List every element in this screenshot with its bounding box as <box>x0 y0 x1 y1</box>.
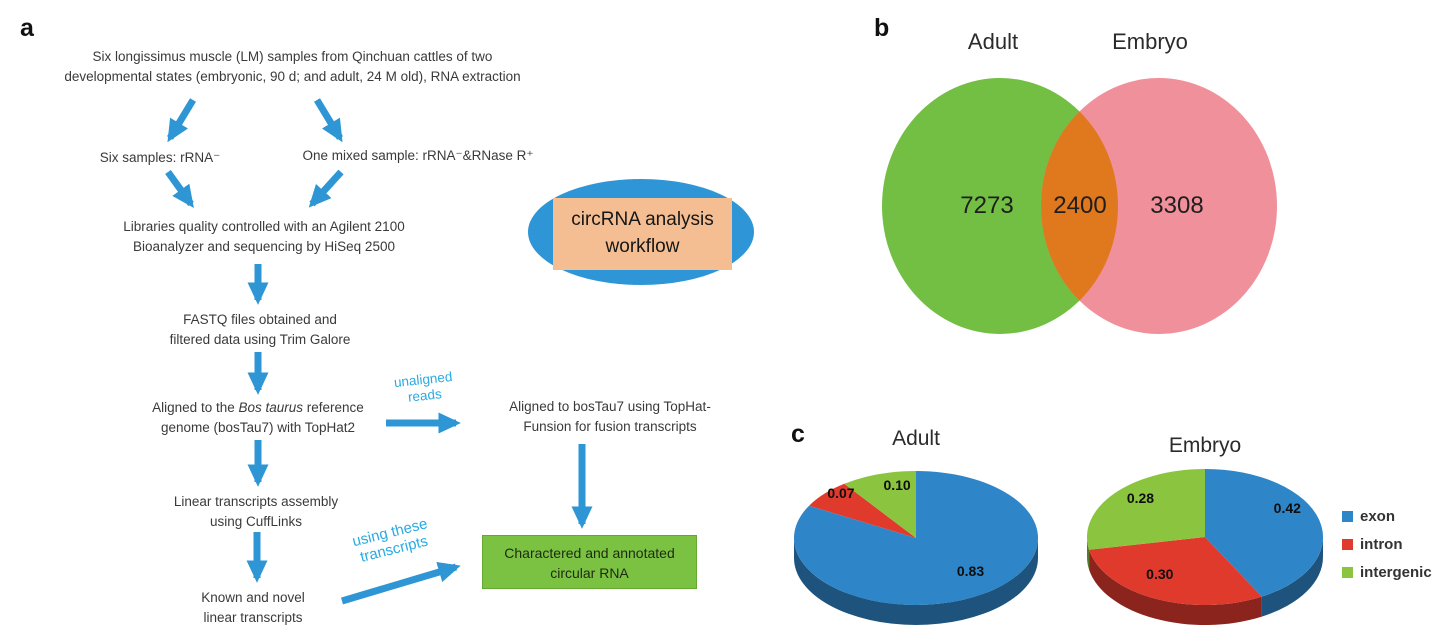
node-known-novel: Known and novel linear transcripts <box>153 588 353 628</box>
node-aligned-line2: genome (bosTau7) with TopHat2 <box>160 420 356 435</box>
node-result-line2: circular RNA <box>550 565 629 581</box>
node-fusion-line2: Funsion for fusion transcripts <box>523 419 697 434</box>
intergenic-swatch-icon <box>1342 567 1353 578</box>
node-cufflinks-line1: Linear transcripts assembly <box>173 494 339 509</box>
venn-left-set-title: Adult <box>967 29 1019 54</box>
node-fastq-line2: filtered data using Trim Galore <box>169 332 351 347</box>
venn-diagram <box>882 78 1277 334</box>
workflow-badge-line1: circRNA analysis <box>571 209 714 230</box>
pie-charts <box>794 469 1323 625</box>
node-fastq: FASTQ files obtained and filtered data u… <box>135 310 385 350</box>
pie-slice <box>1087 537 1090 570</box>
venn-right-count: 3308 <box>1150 192 1204 219</box>
workflow-badge-ellipse: circRNA analysis workflow <box>528 179 754 285</box>
intron-swatch-icon <box>1342 539 1353 550</box>
panel-a-label: a <box>20 14 34 42</box>
aligned-post: reference <box>303 400 364 415</box>
panel-b-label: b <box>874 14 890 42</box>
pie-slice <box>1089 537 1262 605</box>
pie-embryo-title: Embryo <box>1168 434 1242 457</box>
pie-legend: exon intron intergenic <box>1342 508 1432 581</box>
workflow-badge-line2: workflow <box>605 236 680 257</box>
arrow-known-to-result <box>340 561 461 605</box>
node-known-line1: Known and novel <box>201 590 305 605</box>
workflow-badge-box: circRNA analysis workflow <box>553 198 732 270</box>
aligned-species-italic: Bos taurus <box>238 400 304 415</box>
arrow-six-to-libraries <box>165 169 194 208</box>
venn-left-count: 7273 <box>960 192 1014 219</box>
pie-slice <box>1261 537 1323 617</box>
node-source-samples: Six longissimus muscle (LM) samples from… <box>10 47 575 87</box>
pie-slice <box>844 471 916 538</box>
arrow-source-to-mixed <box>314 98 343 143</box>
venn-right-set-title: Embryo <box>1112 29 1188 54</box>
node-libraries-qc: Libraries quality controlled with an Agi… <box>114 217 414 257</box>
exon-swatch-icon <box>1342 511 1353 522</box>
pie-adult-title: Adult <box>892 427 940 450</box>
node-known-line2: linear transcripts <box>203 610 303 625</box>
legend-label-exon: exon <box>1360 508 1396 525</box>
venn-intersection-count: 2400 <box>1053 192 1107 219</box>
node-six-samples: Six samples: rRNA⁻ <box>99 150 221 165</box>
pie-slice <box>1205 469 1323 597</box>
arrow-source-to-six <box>167 98 196 143</box>
node-libraries-line1: Libraries quality controlled with an Agi… <box>123 219 405 234</box>
node-libraries-line2: Bioanalyzer and sequencing by HiSeq 2500 <box>133 239 395 254</box>
node-fusion-line1: Aligned to bosTau7 using TopHat- <box>509 399 711 414</box>
panel-c-label: c <box>791 420 805 448</box>
flowchart-arrows-layer <box>165 98 593 605</box>
node-result-line1: Charactered and annotated <box>504 545 675 561</box>
legend-item-intron: intron <box>1342 536 1432 553</box>
node-cufflinks-line2: using CuffLinks <box>209 514 303 529</box>
node-tophat-fusion: Aligned to bosTau7 using TopHat- Funsion… <box>470 397 750 437</box>
node-result-circrna: Charactered and annotated circular RNA <box>482 535 697 589</box>
pie-slice <box>794 538 1038 625</box>
arrow-mixed-to-libraries <box>308 169 344 208</box>
node-source-line1: Six longissimus muscle (LM) samples from… <box>92 49 493 64</box>
node-aligned-line1: Aligned to the Bos taurus reference <box>108 398 408 418</box>
aligned-pre: Aligned to the <box>152 400 239 415</box>
node-aligned-reference: Aligned to the Bos taurus reference geno… <box>108 398 408 438</box>
legend-item-exon: exon <box>1342 508 1432 525</box>
legend-label-intron: intron <box>1360 536 1403 553</box>
pie-slice <box>1089 549 1262 625</box>
pie-slice <box>1087 469 1205 550</box>
legend-label-intergenic: intergenic <box>1360 564 1432 581</box>
pie-slice <box>809 483 916 538</box>
node-one-mixed-sample: One mixed sample: rRNA⁻&RNase R⁺ <box>302 148 534 163</box>
node-source-line2: developmental states (embryonic, 90 d; a… <box>64 69 521 84</box>
legend-item-intergenic: intergenic <box>1342 564 1432 581</box>
node-cufflinks: Linear transcripts assembly using CuffLi… <box>131 492 381 532</box>
venn-overlap-region <box>1041 78 1118 334</box>
node-fastq-line1: FASTQ files obtained and <box>183 312 337 327</box>
